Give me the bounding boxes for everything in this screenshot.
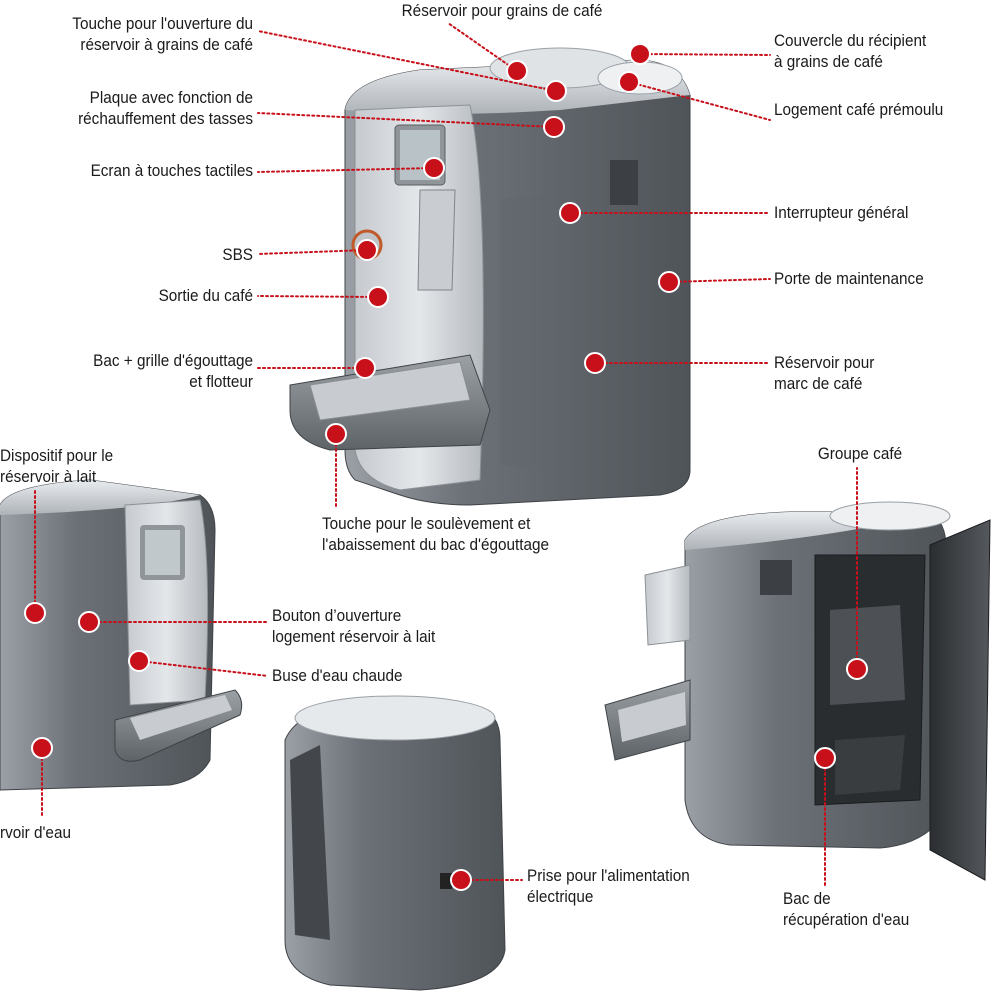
label-reservoir-eau: rvoir d'eau	[0, 823, 71, 842]
marker-dot-touche-ouverture	[545, 80, 567, 102]
label-reservoir-marc: Réservoir pour marc de café	[774, 353, 875, 393]
leader-line-touche-ouverture	[257, 30, 557, 92]
marker-dot-reservoir-marc	[584, 352, 606, 374]
leader-line-porte	[668, 278, 771, 283]
label-reservoir-grains: Réservoir pour grains de café	[401, 1, 603, 20]
marker-dot-couvercle	[629, 43, 651, 65]
marker-dot-plaque	[543, 116, 565, 138]
label-couvercle: Couvercle du récipient à grains de café	[774, 31, 927, 71]
leader-line-buse	[138, 660, 269, 677]
leader-line-ecran	[257, 167, 435, 173]
leader-line-sbs	[257, 249, 368, 255]
label-dispositif-lait: Dispositif pour le réservoir à lait	[0, 446, 114, 486]
label-logement-premoulu: Logement café prémoulu	[774, 100, 944, 119]
leader-line-reservoir-grains	[447, 22, 518, 72]
label-porte: Porte de maintenance	[774, 269, 924, 288]
label-touche-ouverture: Touche pour l'ouverture du réservoir à g…	[72, 14, 253, 54]
marker-dots	[24, 43, 868, 891]
leader-line-plaque	[257, 112, 555, 128]
main-machine	[289, 47, 691, 506]
marker-dot-groupe-cafe	[846, 658, 868, 680]
label-bouton-ouverture: Bouton d’ouverture logement réservoir à …	[272, 606, 436, 646]
marker-dot-bac-grille	[354, 357, 376, 379]
label-sortie: Sortie du café	[158, 286, 253, 305]
marker-dot-bouton-ouverture	[78, 611, 100, 633]
marker-dot-logement-premoulu	[618, 71, 640, 93]
label-interrupteur: Interrupteur général	[774, 203, 909, 222]
label-ecran: Ecran à touches tactiles	[90, 161, 254, 180]
right-machine	[604, 501, 991, 881]
label-prise: Prise pour l'alimentation électrique	[527, 866, 690, 906]
marker-dot-reservoir-eau	[31, 737, 53, 759]
label-buse: Buse d'eau chaude	[272, 666, 403, 685]
label-bac-grille: Bac + grille d'égouttage et flotteur	[93, 351, 253, 391]
marker-dot-buse	[128, 650, 150, 672]
marker-dot-reservoir-grains	[506, 60, 528, 82]
leader-line-logement-premoulu	[628, 81, 771, 121]
marker-dot-porte	[658, 271, 680, 293]
marker-dot-prise	[450, 869, 472, 891]
label-bac-recuperation: Bac de récupération d'eau	[783, 889, 910, 929]
marker-dot-ecran	[423, 157, 445, 179]
marker-dot-dispositif-lait	[24, 602, 46, 624]
marker-dot-touche-soulevement	[325, 423, 347, 445]
leader-line-couvercle	[639, 53, 771, 56]
label-plaque: Plaque avec fonction de réchauffement de…	[78, 88, 253, 128]
marker-dot-sortie	[367, 286, 389, 308]
label-groupe-cafe: Groupe café	[817, 444, 903, 463]
leader-line-sortie	[257, 295, 379, 298]
label-sbs: SBS	[222, 245, 253, 264]
bottom-machine	[284, 695, 506, 991]
marker-dot-interrupteur	[559, 202, 581, 224]
marker-dot-sbs	[356, 239, 378, 261]
marker-dot-bac-recuperation	[814, 747, 836, 769]
label-touche-soulevement: Touche pour le soulèvement et l'abaissem…	[322, 514, 550, 554]
